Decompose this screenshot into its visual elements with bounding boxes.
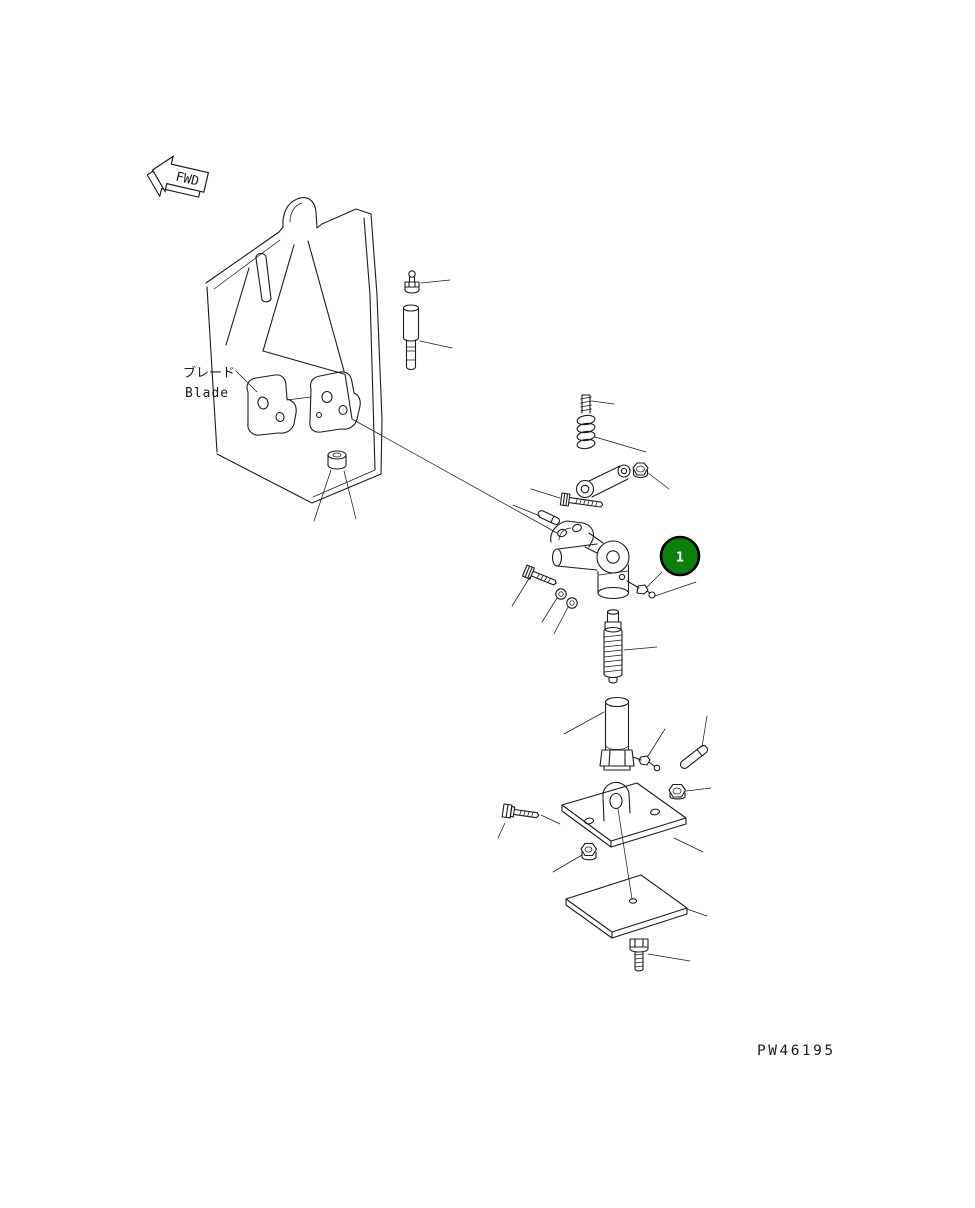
part-grease-fitting-top <box>404 270 451 294</box>
leader-line <box>647 953 691 962</box>
bracket-ear-hole <box>609 792 623 810</box>
lever-hole <box>580 484 590 494</box>
part-bolt-horizontal <box>530 488 604 508</box>
part-bolt-vertical <box>629 938 691 972</box>
leader-line <box>497 822 506 839</box>
leader-line <box>594 436 647 453</box>
blade-bracket-right <box>309 371 361 433</box>
leader-line <box>685 787 712 792</box>
center-line <box>617 808 633 900</box>
blade-slot-detail <box>255 252 272 303</box>
part-hex-nut-upper <box>632 462 670 490</box>
bracket-hole <box>275 411 285 423</box>
leader-line-blade-to-valve <box>351 418 558 534</box>
part-washer-2 <box>553 597 578 635</box>
leader-line <box>419 340 453 349</box>
leader-line <box>623 646 658 651</box>
part-washer-1 <box>541 588 567 623</box>
part-bolt-lower <box>511 564 557 607</box>
leader-line <box>420 279 451 284</box>
part-roll-pin <box>512 504 561 525</box>
blade-bushing <box>313 450 357 522</box>
callout-1-circle <box>659 535 701 577</box>
fwd-arrow-label: FWD <box>174 170 200 190</box>
bracket-hole <box>338 404 348 416</box>
part-pin-diagonal <box>680 715 708 769</box>
callout-1-number: 1 <box>676 550 684 566</box>
bracket-bolt-hole <box>583 817 595 825</box>
blade-label: ブレード Blade <box>183 365 258 401</box>
leader-line <box>313 469 332 522</box>
bracket-hole <box>257 396 269 410</box>
valve-port <box>618 573 626 581</box>
part-hex-nut-small <box>552 842 598 873</box>
valve-face <box>596 540 630 574</box>
part-spring <box>576 394 647 453</box>
blade-bracket-left <box>246 374 297 436</box>
part-hex-nut-lower <box>668 783 712 800</box>
leader-line <box>511 576 531 607</box>
drawing-number: PW46195 <box>757 1043 836 1059</box>
leader-line <box>540 814 561 825</box>
part-solenoid-cylinder <box>563 696 635 771</box>
fwd-arrow: FWD <box>146 155 210 198</box>
leader-line <box>701 715 708 748</box>
bracket-hole <box>321 390 333 404</box>
leader-line <box>673 837 704 853</box>
fwd-arrow-outline <box>151 155 210 194</box>
leader-line <box>343 470 357 520</box>
valve-assembly <box>550 520 630 600</box>
bracket-bolt-hole <box>649 808 661 816</box>
blade-outline <box>205 197 383 504</box>
leader-line <box>591 400 615 405</box>
part-grease-fitting-valve <box>626 571 697 599</box>
part-threaded-stem <box>603 609 658 684</box>
part-mount-bracket <box>561 781 704 900</box>
leader-line <box>645 571 663 589</box>
leader-line <box>235 370 258 393</box>
leader-line <box>686 908 708 917</box>
leader-line <box>553 606 569 635</box>
plate-hole <box>628 898 638 904</box>
part-mount-plate <box>565 874 708 939</box>
callout-1-balloon[interactable]: 1 <box>659 535 701 577</box>
leader-line <box>530 488 561 499</box>
clevis-hole <box>557 528 567 538</box>
leader-line <box>654 581 697 597</box>
leader-line <box>541 597 558 623</box>
bracket-hole <box>315 411 323 419</box>
part-fitting-elbow <box>632 728 666 772</box>
part-clevis-pin <box>402 304 453 371</box>
leader-line <box>512 504 541 517</box>
leader-line <box>563 711 605 735</box>
clevis-hole <box>572 523 582 533</box>
blade-label-jp: ブレード <box>183 365 235 381</box>
leader-line <box>552 854 583 873</box>
blade-label-en: Blade <box>185 386 229 401</box>
lever-hole <box>620 467 628 475</box>
part-lever-arm <box>575 464 631 499</box>
leader-line <box>647 472 670 490</box>
part-bolt-side <box>497 803 561 839</box>
leader-line <box>647 728 666 757</box>
